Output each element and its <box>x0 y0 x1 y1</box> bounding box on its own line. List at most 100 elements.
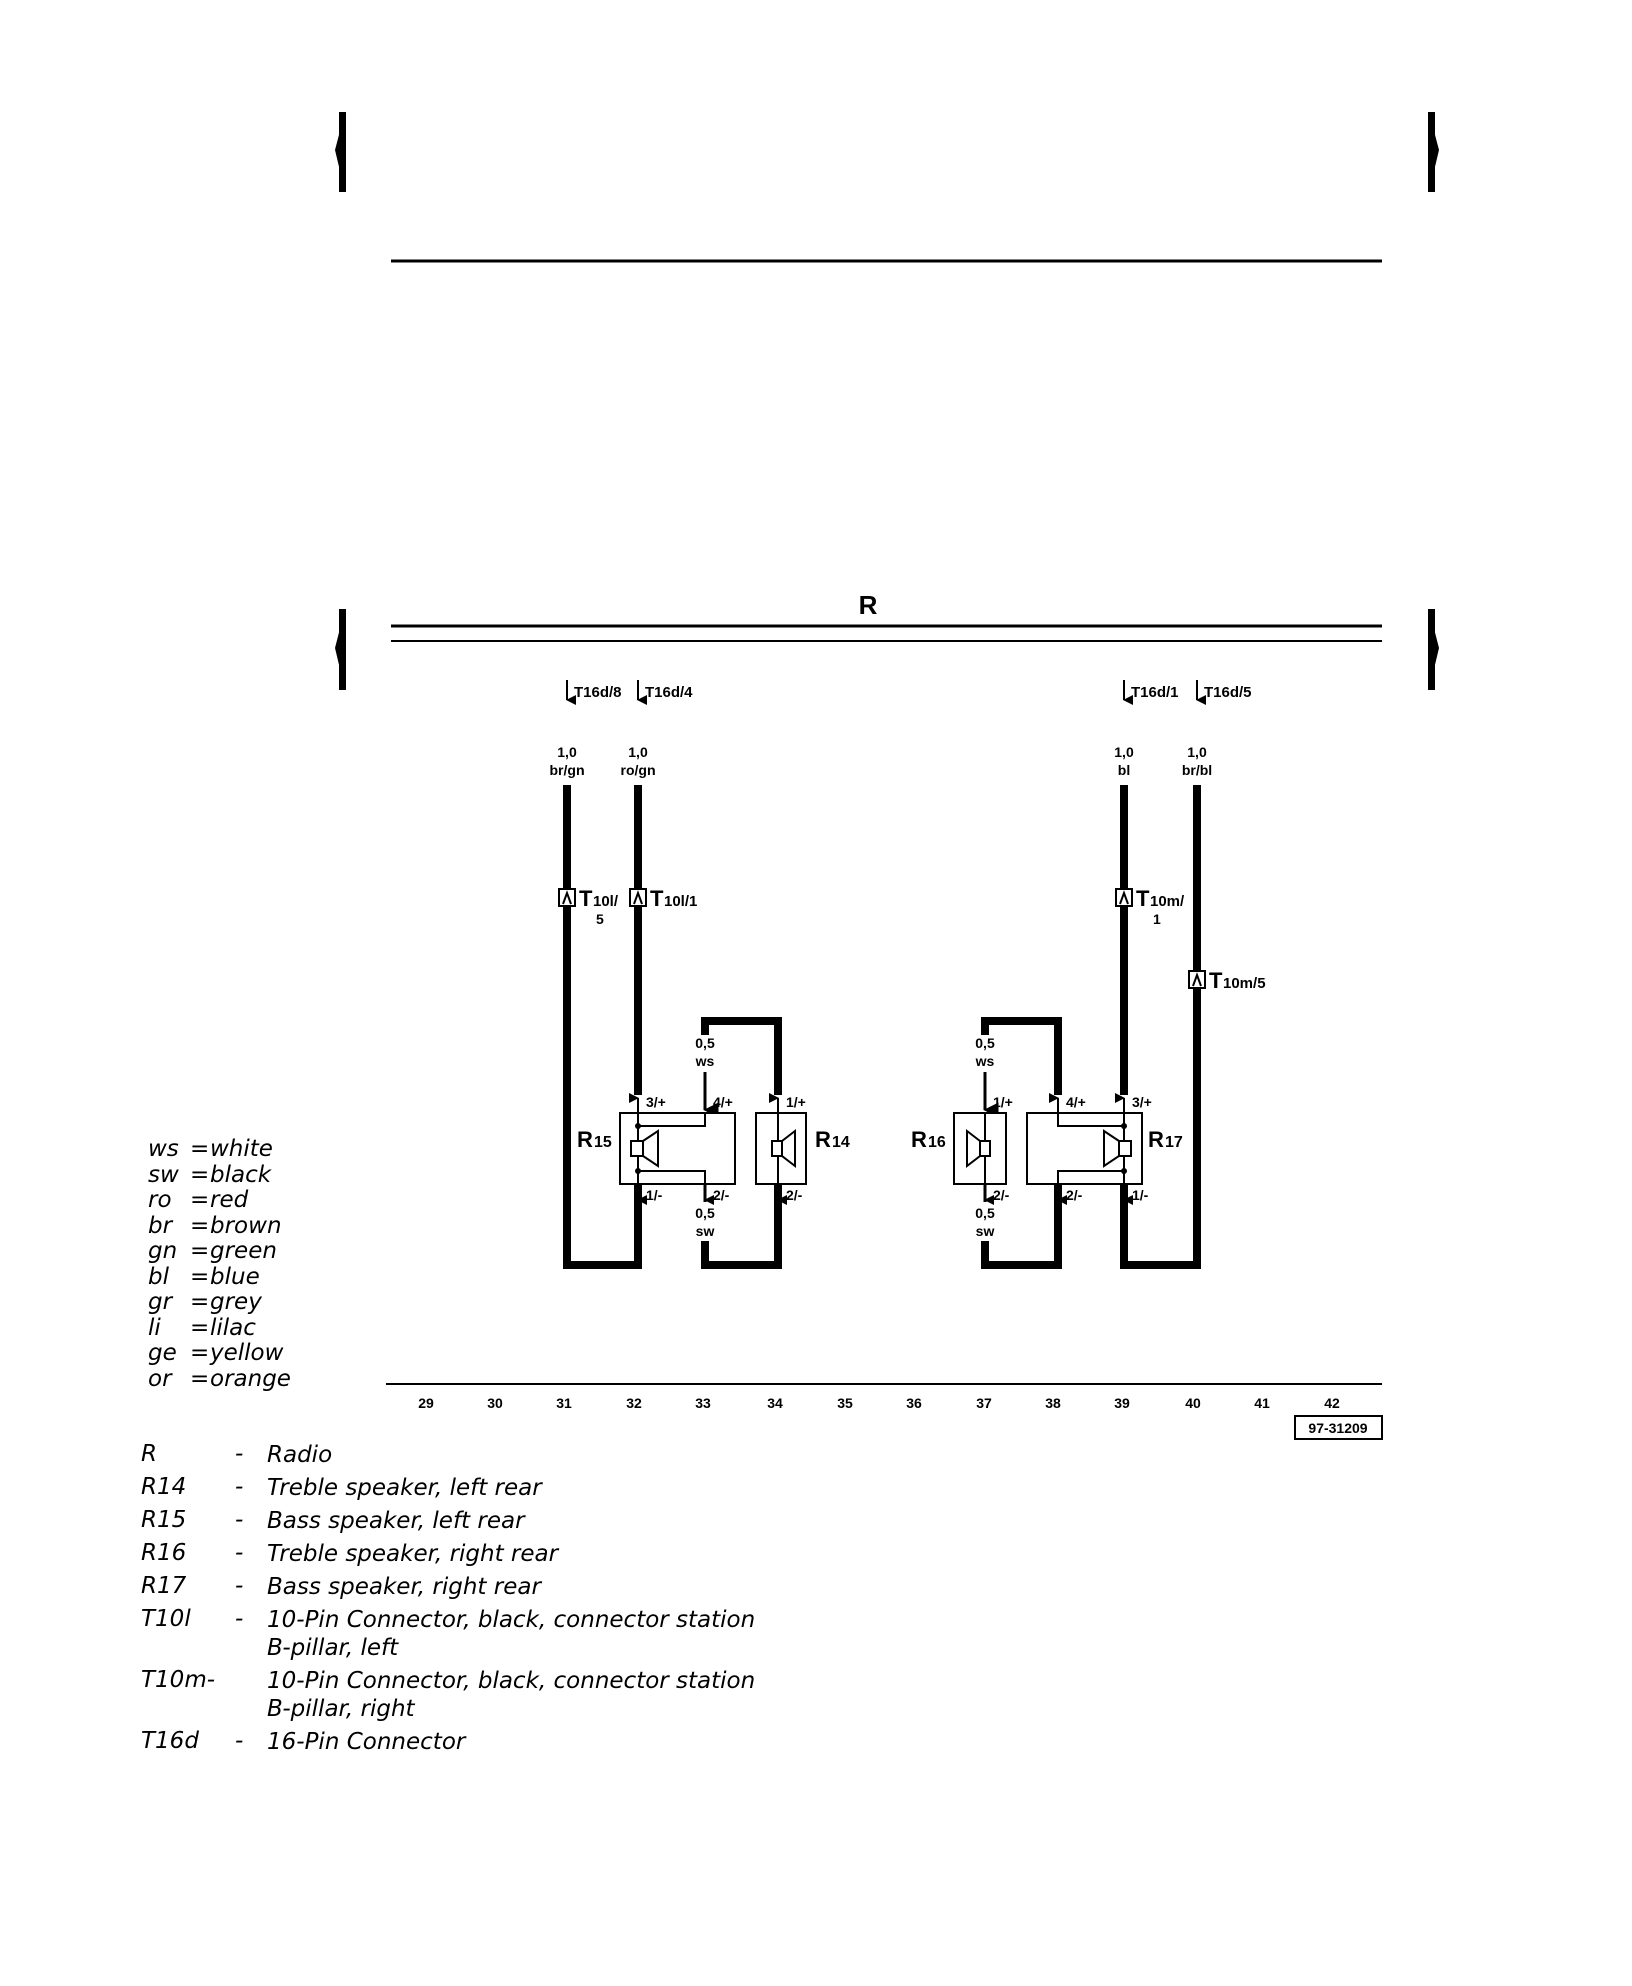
legend-code: li <box>148 1314 161 1341</box>
legend-code: ge <box>148 1340 177 1366</box>
legend-name: orange <box>210 1365 291 1392</box>
component-sep: - <box>235 1507 244 1533</box>
connector-t10m-5-main: T <box>1209 968 1223 993</box>
legend-code: bl <box>148 1263 169 1290</box>
legend-eq: = <box>190 1365 210 1392</box>
component-sep: - <box>235 1573 244 1599</box>
connector-t10l-5-sub: 10l/ <box>593 893 619 910</box>
legend-eq: = <box>190 1136 210 1162</box>
track-32: 32 <box>626 1395 642 1411</box>
track-42: 42 <box>1324 1395 1340 1411</box>
speaker-r16-icon <box>979 1140 991 1157</box>
component-sep <box>235 1667 267 1723</box>
legend-row: bl =blue <box>148 1263 291 1291</box>
legend-row: sw=black <box>148 1161 291 1189</box>
speaker-r15 <box>619 1112 736 1185</box>
component-sep: - <box>235 1540 244 1566</box>
connector-t16d-5: T16d/5 <box>1204 684 1252 701</box>
legend-name: grey <box>210 1289 262 1315</box>
connector-t16d-4: T16d/4 <box>645 684 693 701</box>
legend-code: br <box>148 1212 173 1239</box>
legend-row: gn=green <box>148 1238 291 1265</box>
legend-code: or <box>148 1365 172 1392</box>
legend-row: gr =grey <box>148 1289 291 1316</box>
component-desc: Treble speaker, left rear <box>267 1475 542 1501</box>
figure-id: 97-31209 <box>1308 1420 1367 1436</box>
component-legend: R-Radio R14-Treble speaker, left rear R1… <box>141 1441 755 1761</box>
component-row: T10m-10-Pin Connector, black, connector … <box>141 1667 755 1723</box>
legend-row: ws=white <box>148 1136 291 1163</box>
wire-2-gauge-b: 1,0 <box>628 744 648 760</box>
legend-name: red <box>210 1187 249 1213</box>
legend-code: ws <box>148 1136 179 1162</box>
track-29: 29 <box>418 1395 434 1411</box>
speaker-r14-icon <box>771 1140 783 1157</box>
component-code: R14 <box>141 1474 187 1500</box>
connector-t10m-1-extra: 1 <box>1153 911 1161 927</box>
pin-r17-1minus: 1/- <box>1132 1187 1149 1203</box>
component-sep: - <box>235 1728 244 1754</box>
component-desc: Bass speaker, left rear <box>267 1508 525 1534</box>
component-r17-main: R <box>1148 1127 1164 1152</box>
track-30: 30 <box>487 1395 503 1411</box>
color-legend: ws=white sw=black ro=red br=brown gn=gre… <box>148 1136 291 1393</box>
legend-row: li=lilac <box>148 1314 291 1342</box>
legend-eq: = <box>190 1161 210 1188</box>
track-31: 31 <box>556 1395 572 1411</box>
pin-r15-4plus: 4/+ <box>713 1094 733 1110</box>
wire-1-gauge-b: 1,0 <box>557 744 577 760</box>
component-desc: 10-Pin Connector, black, connector stati… <box>267 1607 756 1633</box>
left-loop-bottom-gauge: 0,5 <box>695 1205 715 1221</box>
component-code: T10m- <box>141 1667 216 1693</box>
legend-name: brown <box>210 1212 282 1239</box>
component-code: R15 <box>141 1507 187 1533</box>
right-loop-top-color: ws <box>975 1053 995 1069</box>
component-row: R17-Bass speaker, right rear <box>141 1573 755 1601</box>
connector-t10l-5-main: T <box>579 886 593 911</box>
legend-name: blue <box>210 1263 260 1290</box>
track-37: 37 <box>976 1395 992 1411</box>
left-loop-bottom-color: sw <box>696 1223 715 1239</box>
legend-eq: = <box>190 1289 210 1315</box>
legend-eq: = <box>190 1238 210 1264</box>
component-desc: 16-Pin Connector <box>267 1729 466 1755</box>
bus-label: R <box>859 590 878 620</box>
prev-page-arrow-bar <box>339 112 346 192</box>
component-row: R15 -Bass speaker, left rear <box>141 1507 755 1535</box>
wire-2-color-b: ro/gn <box>621 762 656 778</box>
track-33: 33 <box>695 1395 711 1411</box>
connector-t10l-5-extra: 5 <box>596 911 604 927</box>
track-39: 39 <box>1114 1395 1130 1411</box>
wire-4-gauge-b: 1,0 <box>1187 744 1207 760</box>
right-loop-bottom-gauge: 0,5 <box>975 1205 995 1221</box>
component-r15-sub: 15 <box>594 1134 612 1151</box>
legend-eq: = <box>190 1263 210 1290</box>
legend-eq: = <box>190 1340 210 1366</box>
speaker-r14 <box>755 1112 807 1185</box>
speaker-r17-icon <box>1118 1140 1132 1157</box>
speaker-r16 <box>953 1112 1007 1185</box>
pin-r16-1plus: 1/+ <box>993 1094 1013 1110</box>
legend-name: lilac <box>210 1314 256 1341</box>
top-connector-arrows <box>566 680 1206 705</box>
mid-connector-symbols <box>558 888 1206 989</box>
left-loop-top-gauge: 0,5 <box>695 1035 715 1051</box>
legend-code: sw <box>148 1161 179 1188</box>
right-loop-top-gauge: 0,5 <box>975 1035 995 1051</box>
component-r17-sub: 17 <box>1165 1134 1183 1151</box>
legend-row: or =orange <box>148 1365 291 1393</box>
component-desc: Radio <box>267 1442 333 1468</box>
connector-t16d-1: T16d/1 <box>1131 684 1179 701</box>
wire-4-color-b: br/bl <box>1182 762 1212 778</box>
track-41: 41 <box>1254 1395 1270 1411</box>
legend-code: gr <box>148 1289 173 1315</box>
component-sep: - <box>235 1474 244 1500</box>
component-row: R14 -Treble speaker, left rear <box>141 1474 755 1502</box>
connector-t10m-1-sub: 10m/ <box>1150 893 1185 910</box>
component-sep: - <box>235 1606 244 1632</box>
speaker-r17 <box>1026 1112 1143 1185</box>
connector-t10l-1-main: T <box>650 886 664 911</box>
legend-row: br=brown <box>148 1212 291 1240</box>
connector-t10l-1-sub: 10l/1 <box>664 893 697 910</box>
connector-t10m-1-main: T <box>1136 886 1150 911</box>
